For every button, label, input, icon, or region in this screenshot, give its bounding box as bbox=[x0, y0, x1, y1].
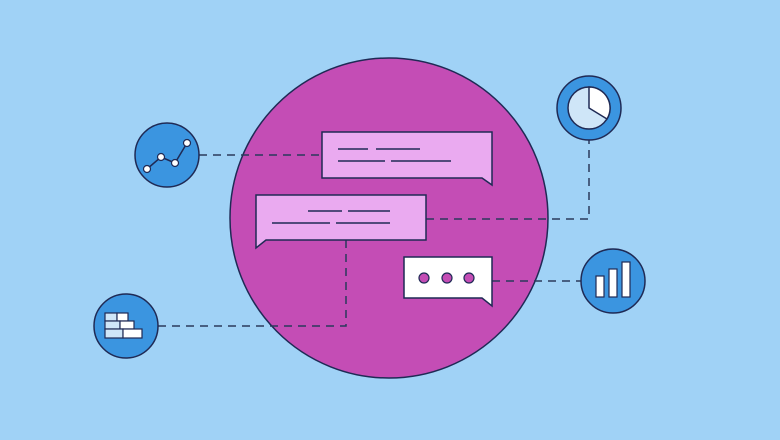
connector-blocks bbox=[158, 240, 347, 327]
chat-bubble-icon bbox=[321, 131, 493, 187]
connector-lines bbox=[158, 140, 590, 327]
stacked-blocks-icon bbox=[93, 293, 159, 359]
bar-chart-icon bbox=[580, 248, 646, 314]
chat-bubble-icon bbox=[255, 194, 427, 250]
line-chart-icon bbox=[134, 122, 200, 188]
connector-pie-chart bbox=[426, 140, 590, 220]
typing-dots-icon bbox=[403, 256, 493, 308]
pie-chart-icon bbox=[556, 75, 622, 141]
